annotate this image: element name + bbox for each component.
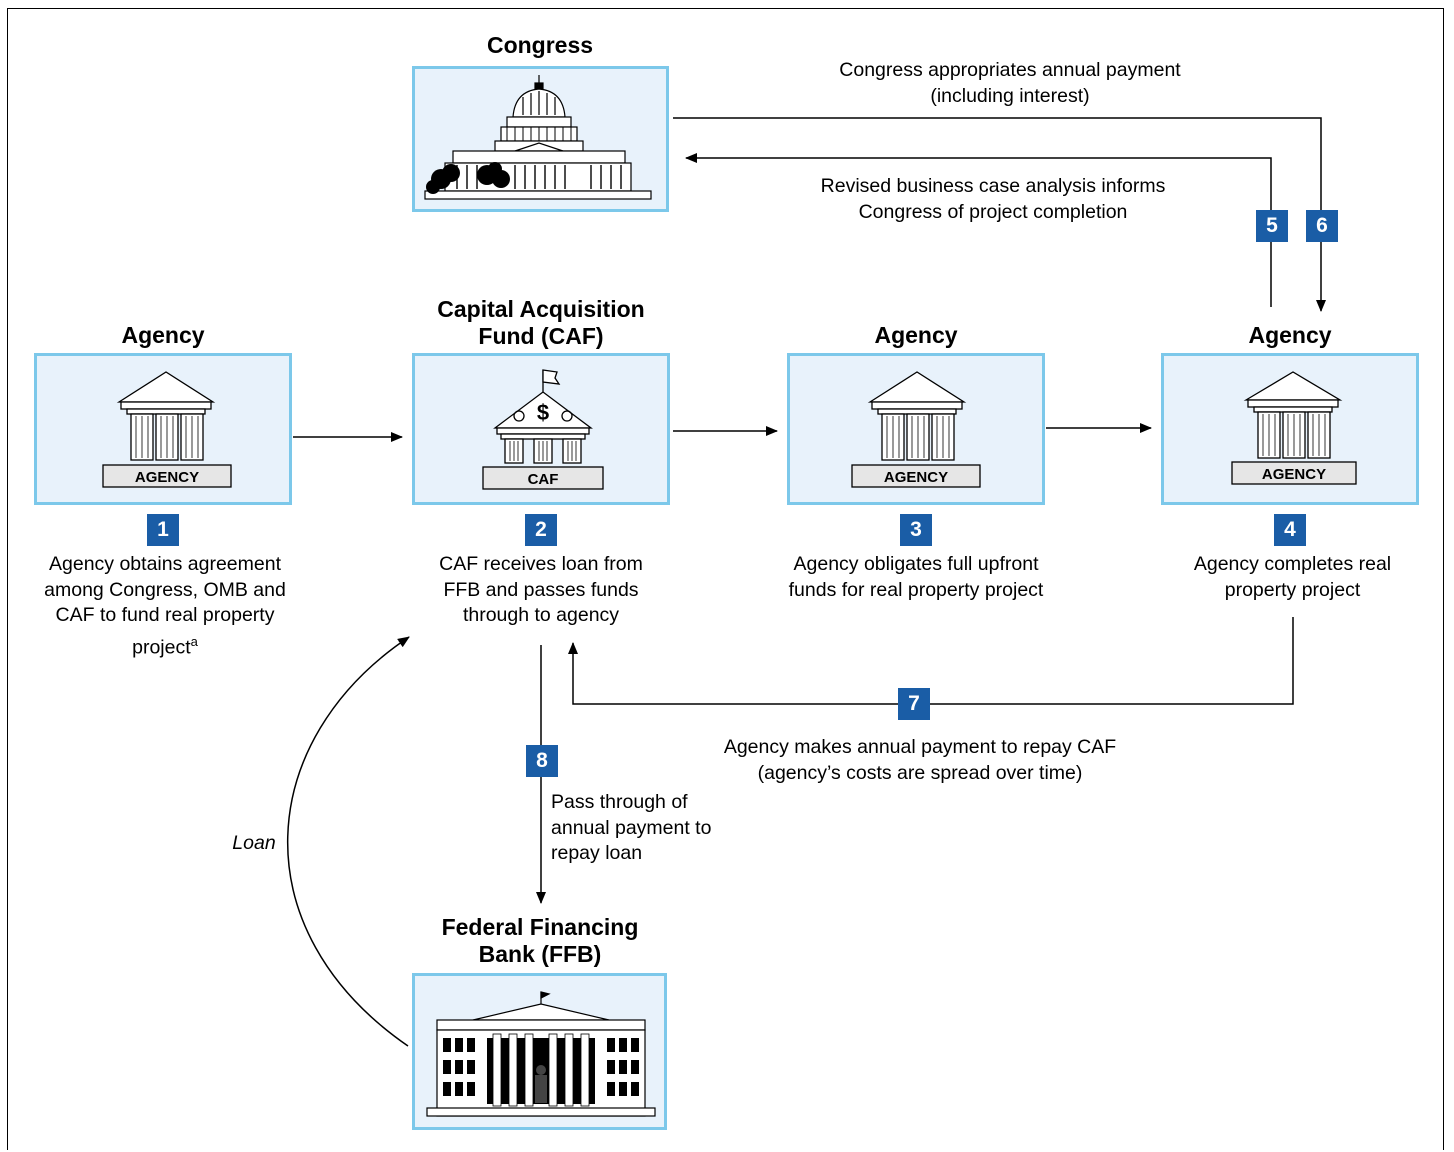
agency-building-icon: AGENCY: [1231, 371, 1357, 485]
agency-building-icon: AGENCY: [102, 371, 232, 488]
agency1-desc: Agency obtains agreement among Congress,…: [30, 552, 300, 661]
agency4-box: AGENCY: [1161, 353, 1419, 505]
arrow-agency4-to-congress: [685, 153, 1272, 307]
caf-sign: CAF: [528, 471, 559, 488]
ffb-box: [412, 973, 667, 1130]
diagram-frame: [7, 8, 1444, 1150]
congress-title: Congress: [486, 32, 594, 58]
congress-appropriates-text: Congress appropriates annual payment (in…: [839, 59, 1181, 107]
arrow-congress-to-agency4: [673, 117, 1326, 312]
caf-box: $ CAF: [412, 353, 670, 505]
agency3-sign: AGENCY: [884, 469, 948, 486]
caf-bank-icon: $ CAF: [482, 369, 604, 490]
ffb-title: Federal Financing Bank (FFB): [441, 914, 639, 967]
agency1-box: AGENCY: [34, 353, 292, 505]
agency4-title: Agency: [1248, 322, 1332, 348]
step-3-badge: 3: [900, 514, 932, 546]
agency-building-icon: AGENCY: [851, 371, 981, 488]
loan-label: Loan: [232, 832, 276, 854]
arrow-agency4-to-caf: [568, 617, 1294, 705]
agency1-desc-text: Agency obtains agreement among Congress,…: [44, 553, 286, 658]
treasury-building-icon: [426, 991, 656, 1117]
step-4-badge: 4: [1274, 514, 1306, 546]
agency4-sign: AGENCY: [1262, 466, 1326, 483]
agency3-title: Agency: [874, 322, 958, 348]
caf-desc: CAF receives loan from FFB and passes fu…: [439, 553, 643, 626]
step-2-badge: 2: [525, 514, 557, 546]
step-5-badge: 5: [1256, 210, 1288, 242]
agency3-desc: Agency obligates full upfront funds for …: [788, 553, 1044, 601]
agency1-sign: AGENCY: [135, 469, 199, 486]
step8-desc: Pass through of annual payment to repay …: [551, 791, 712, 864]
agency4-desc: Agency completes real property project: [1193, 553, 1392, 601]
step-8-badge: 8: [526, 745, 558, 777]
step-6-badge: 6: [1306, 210, 1338, 242]
agency1-title: Agency: [121, 322, 205, 348]
arrow-ffb-loan-to-caf: [286, 636, 410, 1047]
dollar-sign-icon: $: [537, 400, 549, 425]
caf-title: Capital Acquisition Fund (CAF): [437, 296, 645, 349]
step-7-badge: 7: [898, 688, 930, 720]
step7-desc: Agency makes annual payment to repay CAF…: [723, 736, 1117, 784]
revised-business-case-text: Revised business case analysis informs C…: [820, 175, 1166, 223]
agency1-footnote-marker: a: [190, 633, 198, 649]
capitol-building-icon: [424, 75, 652, 200]
agency3-box: AGENCY: [787, 353, 1045, 505]
step-1-badge: 1: [147, 514, 179, 546]
congress-box: [412, 66, 669, 212]
